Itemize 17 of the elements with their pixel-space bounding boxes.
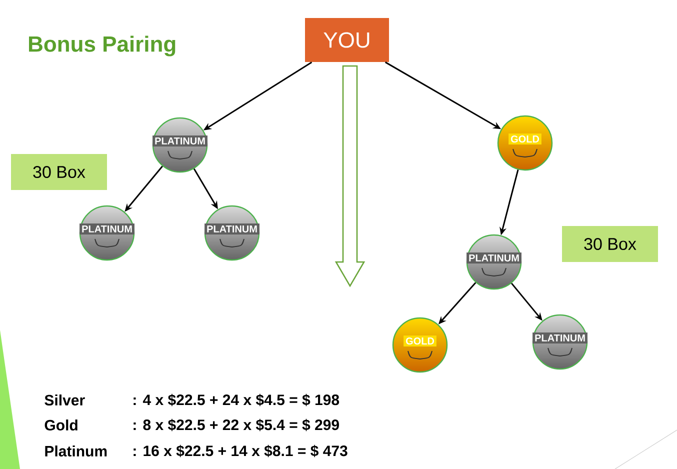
medal: PLATINUM <box>79 205 135 261</box>
title: Bonus Pairing <box>29 36 176 56</box>
formula-text: : 16 x $22.5 + 14 x $8.1 = $ 473 <box>134 444 348 458</box>
formula-text: Silver <box>44 394 85 406</box>
formula-text: Platinum <box>45 446 107 456</box>
formula-text: : 8 x $22.5 + 22 x $5.4 = $ 299 <box>134 418 339 432</box>
formula-text: : 4 x $22.5 + 24 x $4.5 = $ 198 <box>134 394 340 406</box>
formula-text: Gold <box>44 420 78 430</box>
note-box: 30 Box <box>11 154 107 190</box>
medal: GOLD <box>497 115 553 171</box>
medal: PLATINUM <box>532 314 588 370</box>
medal: PLATINUM <box>152 117 208 173</box>
medal: PLATINUM <box>466 234 522 290</box>
person-box: YOU <box>305 18 389 62</box>
medal: GOLD <box>392 317 448 373</box>
medal: PLATINUM <box>204 205 260 261</box>
note-box: 30 Box <box>562 226 658 262</box>
